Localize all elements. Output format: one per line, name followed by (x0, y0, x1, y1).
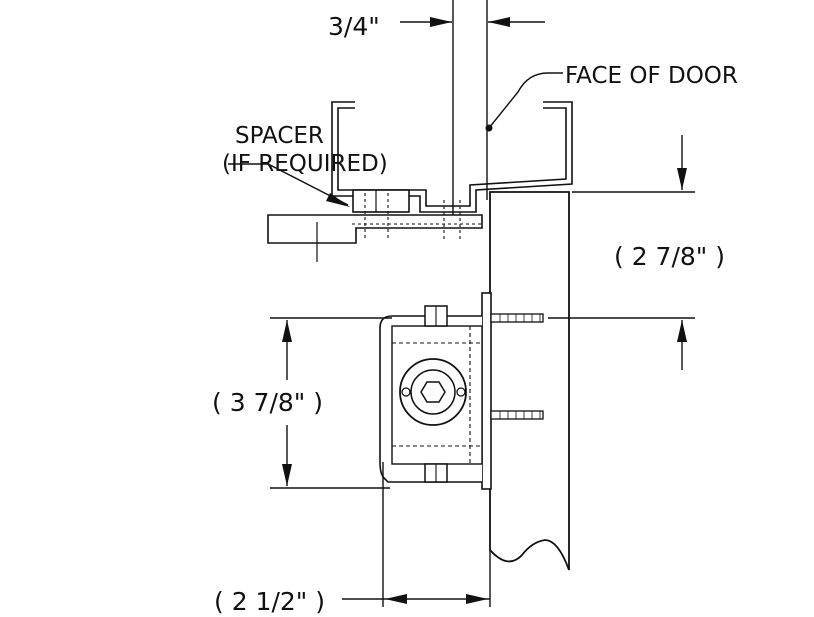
door-screws (490, 313, 544, 420)
arrow-up-pointing-left (282, 320, 292, 342)
screw-threads (499, 314, 541, 419)
spacer-leader (228, 163, 349, 206)
left-dimension-label: ( 3 7/8" ) (212, 388, 323, 417)
header-channel-outer (331, 101, 573, 213)
header-channel-inner (337, 107, 567, 207)
hidden-lines-upper (352, 193, 482, 240)
arm-bracket (267, 214, 483, 244)
face-of-door-leader (488, 72, 563, 129)
face-of-door-label: FACE OF DOOR (565, 63, 738, 89)
spacer-arrowhead (326, 193, 350, 207)
mounting-plate (481, 292, 492, 490)
spacer-label-line1: SPACER (235, 123, 324, 149)
arrow-right-pointing (430, 17, 452, 27)
dimension-bottom (342, 462, 491, 607)
arrow-up-pointing (677, 320, 687, 342)
arrow-right-pointing-bottom (466, 594, 488, 604)
spacer-label-line2: (IF REQUIRED) (222, 151, 388, 177)
arrow-left-pointing-bottom (385, 594, 407, 604)
top-dimension-label: 3/4" (328, 12, 380, 41)
dimension-top (400, 0, 545, 215)
arrow-down-pointing (677, 168, 687, 190)
arrow-left-pointing (488, 17, 510, 27)
face-of-door-dot (485, 124, 493, 132)
spacer-block (352, 189, 410, 213)
pivot-screw-right (456, 387, 466, 397)
right-dimension-label: ( 2 7/8" ) (614, 242, 725, 271)
hidden-lines-lower (392, 326, 482, 464)
hex-socket-icon (420, 381, 446, 403)
pivot-screw-left (401, 387, 411, 397)
arrow-down-pointing-left (282, 464, 292, 486)
door-panel (489, 191, 570, 571)
bottom-dimension-label: ( 2 1/2" ) (214, 587, 325, 616)
